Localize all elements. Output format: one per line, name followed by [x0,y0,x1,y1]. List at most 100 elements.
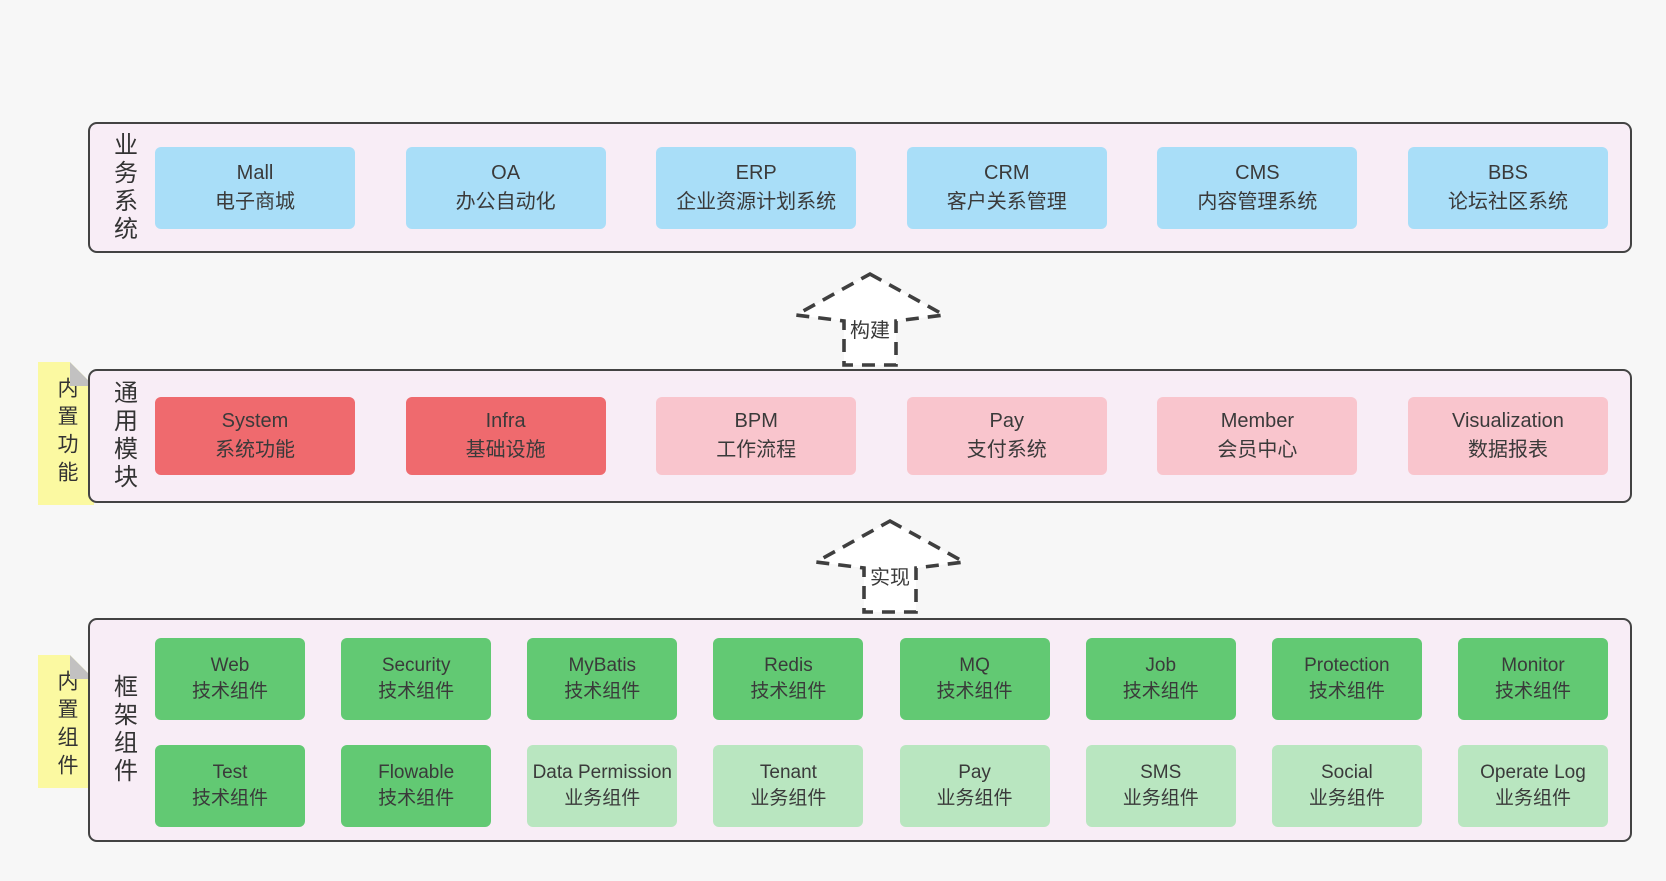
box-title: Visualization [1452,410,1564,432]
box-title: Operate Log [1480,762,1586,783]
diagram-box-bbs: BBS 论坛社区系统 [1407,146,1608,229]
diagram-box-pay: Pay 支付系统 [906,397,1107,475]
diagram-box-erp: ERP 企业资源计划系统 [656,146,857,229]
box-title: Pay [958,762,991,783]
note-label: 内置功能 [55,377,78,489]
box-subtitle: 内容管理系统 [1197,190,1318,213]
box-subtitle: 业务组件 [1308,788,1385,809]
diagram-box-mall: Mall 电子商城 [155,146,355,229]
diagram-box-crm: CRM 客户关系管理 [906,146,1107,229]
box-subtitle: 技术组件 [191,681,268,702]
diagram-box-visualization: Visualization 数据报表 [1407,397,1608,475]
sticky-note-builtin-components: 内置组件 [38,655,94,788]
diagram-box-oa: OA 办公自动化 [405,146,606,229]
box-title: MQ [959,655,990,676]
diagram-box-pay: Pay 业务组件 [899,745,1050,827]
diagram-box-flowable: Flowable 技术组件 [341,745,492,827]
box-subtitle: 技术组件 [378,788,455,809]
box-subtitle: 系统功能 [215,439,295,461]
box-subtitle: 业务组件 [564,788,641,809]
diagram-box-redis: Redis 技术组件 [713,638,864,720]
box-title: Job [1145,655,1177,676]
box-title: Flowable [378,762,455,783]
box-subtitle: 技术组件 [1308,681,1385,702]
note-label: 内置组件 [55,670,78,782]
arrow-build: 构建 [788,269,952,369]
band-label: 通用模块 [109,380,137,492]
diagram-box-web: Web 技术组件 [155,638,305,720]
box-title: Redis [764,655,813,676]
band-label: 业务系统 [109,131,137,244]
box-title: Security [381,655,451,676]
diagram-box-operate-log: Operate Log 业务组件 [1457,745,1608,827]
diagram-box-protection: Protection 技术组件 [1271,638,1422,720]
sticky-note-builtin-features: 内置功能 [38,362,94,505]
box-title: Pay [989,410,1025,432]
arrow-implement: 实现 [808,516,972,616]
box-title: Test [212,762,248,783]
box-title: ERP [735,161,777,184]
diagram-box-system: System 系统功能 [155,397,355,475]
box-subtitle: 业务组件 [936,788,1013,809]
box-subtitle: 技术组件 [936,681,1013,702]
box-row: Mall 电子商城 OA 办公自动化 ERP 企业资源计划系统 CRM 客户关系管理 CMS 内容… [155,124,1608,251]
box-subtitle: 电子商城 [215,190,295,213]
box-subtitle: 技术组件 [378,681,455,702]
box-title: OA [491,161,521,184]
diagram-box-sms: SMS 业务组件 [1085,745,1236,827]
box-title: Infra [485,410,526,432]
box-subtitle: 业务组件 [1494,788,1571,809]
box-subtitle: 技术组件 [1122,681,1199,702]
box-title: Social [1320,762,1373,783]
diagram-box-bpm: BPM 工作流程 [656,397,857,475]
box-subtitle: 数据报表 [1467,439,1548,461]
box-title: BBS [1487,161,1528,184]
box-title: Data Permission [532,762,672,783]
diagram-box-member: Member 会员中心 [1157,397,1358,475]
diagram-box-infra: Infra 基础设施 [405,397,606,475]
diagram-box-security: Security 技术组件 [341,638,492,720]
box-title: CMS [1235,161,1280,184]
box-subtitle: 业务组件 [1122,788,1199,809]
arrow-label: 实现 [866,560,914,591]
diagram-box-mybatis: MyBatis 技术组件 [527,638,678,720]
box-title: MyBatis [568,655,637,676]
box-subtitle: 技术组件 [750,681,827,702]
diagram-box-social: Social 业务组件 [1271,745,1422,827]
diagram-box-monitor: Monitor 技术组件 [1457,638,1608,720]
box-subtitle: 业务组件 [750,788,827,809]
box-subtitle: 技术组件 [1494,681,1571,702]
box-title: SMS [1140,762,1182,783]
box-title: Tenant [759,762,817,783]
box-title: Protection [1304,655,1390,676]
box-subtitle: 论坛社区系统 [1447,190,1568,213]
box-subtitle: 支付系统 [966,439,1047,461]
box-subtitle: 基础设施 [465,439,546,461]
box-title: Member [1220,410,1295,432]
box-title: System [221,410,289,432]
arrow-label: 构建 [846,313,894,344]
band-label: 框架组件 [109,674,137,786]
diagram-box-job: Job 技术组件 [1085,638,1236,720]
band-common-modules: 通用模块 System 系统功能 Infra 基础设施 BPM 工作流程 Pay 支付系统 Me… [88,369,1632,503]
box-title: BPM [734,410,778,432]
box-row: System 系统功能 Infra 基础设施 BPM 工作流程 Pay 支付系统 Member 会… [155,371,1608,501]
diagram-box-cms: CMS 内容管理系统 [1157,146,1358,229]
box-subtitle: 客户关系管理 [946,190,1067,213]
box-subtitle: 办公自动化 [455,190,556,213]
box-subtitle: 会员中心 [1217,439,1298,461]
box-subtitle: 技术组件 [564,681,641,702]
box-subtitle: 工作流程 [716,439,797,461]
box-subtitle: 企业资源计划系统 [676,190,837,213]
box-title: Monitor [1501,655,1565,676]
box-title: Web [210,655,250,676]
band-business-systems: 业务系统 Mall 电子商城 OA 办公自动化 ERP 企业资源计划系统 CRM 客户关系管理… [88,122,1632,253]
box-title: CRM [984,161,1030,184]
box-title: Mall [236,161,274,184]
